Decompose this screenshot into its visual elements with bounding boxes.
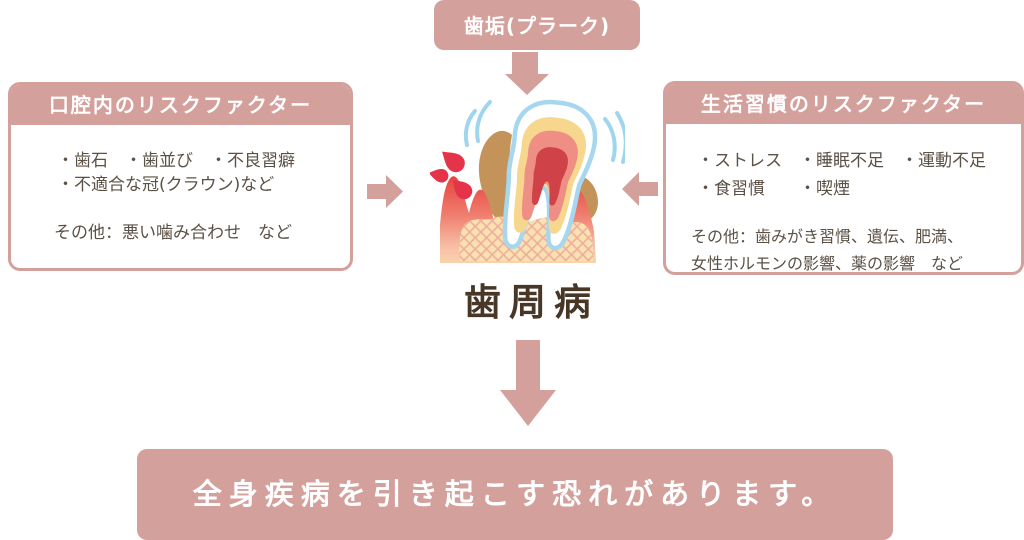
systemic-disease-warning-banner: 全身疾病を引き起こす恐れがあります。 <box>137 449 893 540</box>
tooth-illustration <box>430 99 625 263</box>
arrow-right-shape <box>367 175 403 208</box>
systemic-disease-warning-label: 全身疾病を引き起こす恐れがあります。 <box>192 477 838 511</box>
oral-risk-line-2: ・不適合な冠(クラウン)など <box>57 175 275 195</box>
lifestyle-risk-factors-body: ・ストレス ・睡眠不足 ・運動不足 ・食習慣 ・喫煙 その他：歯みがき習慣、遺伝… <box>666 124 1021 273</box>
oral-risk-factors-body: ・歯石 ・歯並び ・不良習癖 ・不適合な冠(クラウン)など その他：悪い噛み合わ… <box>11 125 350 245</box>
arrow-down-icon <box>505 52 549 95</box>
oral-risk-other: その他：悪い噛み合わせ など <box>54 223 292 243</box>
plaque-banner-label: 歯垢(プラーク) <box>463 14 611 38</box>
lifestyle-risk-factors-box: 生活習慣のリスクファクター ・ストレス ・睡眠不足 ・運動不足 ・食習慣 ・喫煙… <box>663 81 1024 275</box>
arrow-down-large-shape <box>500 340 556 426</box>
lifestyle-risk-factors-title: 生活習慣のリスクファクター <box>666 84 1021 124</box>
arrow-right-icon <box>367 175 403 208</box>
lifestyle-risk-other-1: その他：歯みがき習慣、遺伝、肥満、 <box>691 227 964 246</box>
periodontal-disease-label: 歯周病 <box>464 281 599 324</box>
lifestyle-risk-other-2: 女性ホルモンの影響、薬の影響 など <box>691 254 964 273</box>
arrow-down-shape <box>505 52 549 95</box>
vibration-line-right-outer <box>615 111 625 164</box>
plaque-banner: 歯垢(プラーク) <box>434 0 640 50</box>
arrow-left-icon <box>622 172 658 206</box>
tooth <box>502 99 598 251</box>
oral-risk-line-1: ・歯石 ・歯並び ・不良習癖 <box>57 151 295 171</box>
vibration-lines <box>463 100 625 164</box>
blood-drop-2 <box>430 166 450 184</box>
lifestyle-risk-line-1: ・ストレス ・睡眠不足 ・運動不足 <box>697 151 986 171</box>
oral-risk-factors-box: 口腔内のリスクファクター ・歯石 ・歯並び ・不良習癖 ・不適合な冠(クラウン)… <box>8 82 353 271</box>
arrow-down-large-icon <box>500 340 556 426</box>
lifestyle-risk-line-2: ・食習慣 ・喫煙 <box>697 179 850 199</box>
oral-risk-factors-title: 口腔内のリスクファクター <box>11 85 350 125</box>
vibration-line-right-inner <box>603 117 617 162</box>
vibration-line-left-outer <box>475 100 492 143</box>
arrow-left-shape <box>622 172 658 206</box>
tooth-root-canal <box>531 147 569 206</box>
vibration-line-left-inner <box>463 109 477 147</box>
